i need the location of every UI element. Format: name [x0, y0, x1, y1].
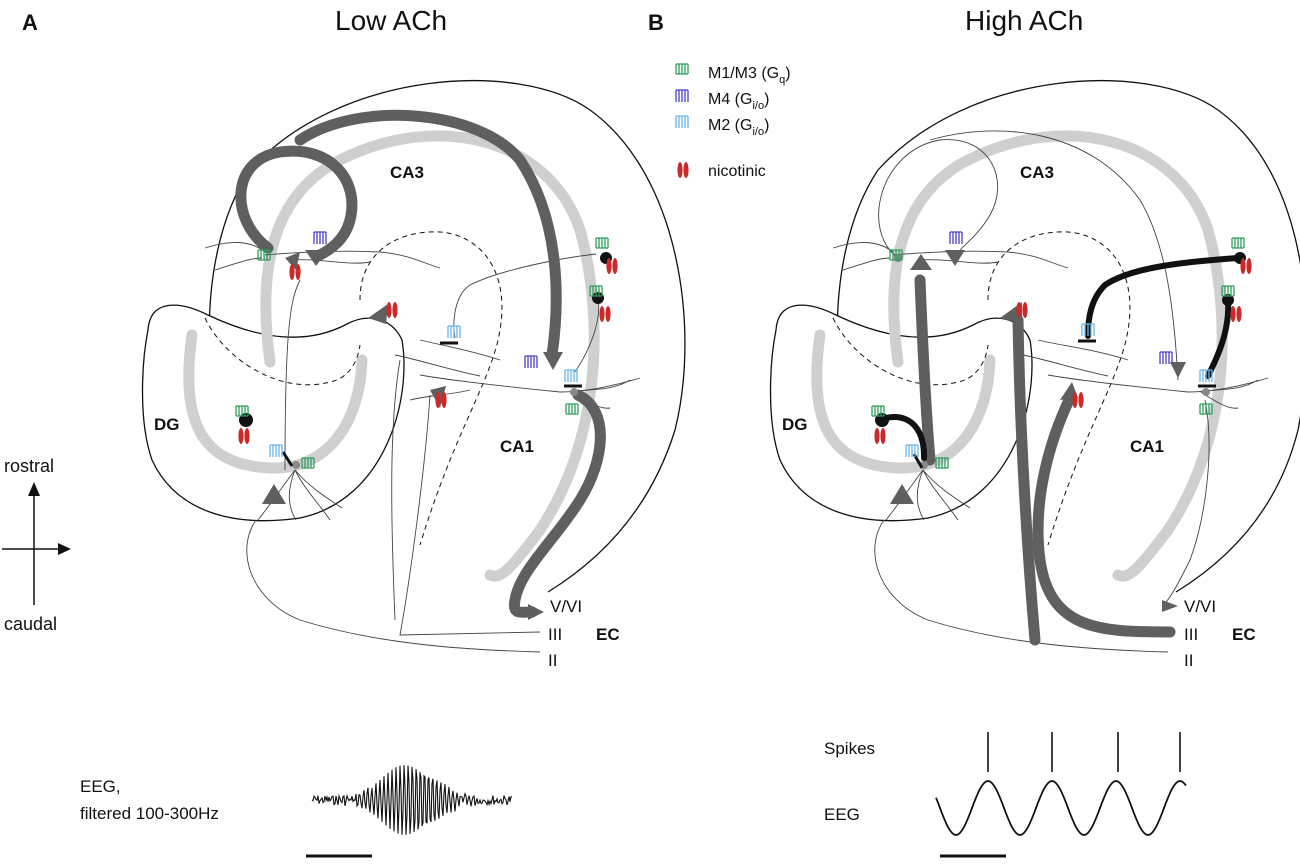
ca3-mid-cell-b: [1000, 302, 1022, 324]
spike-marks-b: [987, 732, 1181, 772]
region-dg-b: DG: [782, 415, 808, 434]
panel-title-b: High ACh: [965, 5, 1083, 36]
legend-item-nicotinic: nicotinic: [677, 162, 766, 180]
dg-to-ca3-pathway-b: [914, 274, 936, 466]
ca1-to-ec-pathway-a: [508, 389, 606, 618]
orientation-rostral: rostral: [4, 456, 54, 476]
panel-b-high-ach: B High ACh: [648, 5, 1300, 858]
legend-tail-m2: ): [764, 117, 769, 134]
dg-outline-a: [141, 304, 405, 522]
dendrites-b: [832, 130, 1269, 653]
ec-to-ca1-pathway-b: [1032, 392, 1176, 638]
region-ca3-b: CA3: [1020, 163, 1054, 182]
ca-dashed-boundary-b: [987, 231, 1131, 546]
ca3-arrowhead-b: [945, 250, 965, 266]
legend-item-m4: M4 (Gi/o): [675, 89, 769, 112]
ca1-arrowhead-b: [1170, 362, 1186, 378]
synapse-bars-a: [281, 341, 582, 467]
dg-dashed-boundary-a: [204, 317, 361, 386]
svg-text:M2 (Gi/o): M2 (Gi/o): [708, 117, 769, 138]
ca-pyramidal-layer-b: [888, 130, 1228, 582]
recurrent-arrowhead-a: [305, 250, 328, 266]
eeg-theta-trace-b: [935, 780, 1187, 836]
eeg-label-b: EEG: [824, 805, 860, 824]
ec-arrowhead-a: [528, 604, 544, 620]
receptor-legend: M1/M3 (Gq) M4 (Gi/o) M2 (Gi/o) nicotinic: [675, 63, 791, 180]
ca3-mid-cell-a: [368, 304, 388, 324]
spikes-label-b: Spikes: [824, 739, 875, 758]
ca-dashed-boundary-a: [359, 231, 503, 546]
region-ca1-b: CA1: [1130, 437, 1164, 456]
region-ca1-a: CA1: [500, 437, 534, 456]
region-ec-b: EC: [1232, 625, 1256, 644]
ec-to-ca3-pathway-b: [1012, 314, 1041, 646]
ca3-cell-body-a: [285, 252, 300, 270]
legend-item-m2: M2 (Gi/o): [675, 115, 769, 138]
panel-title-a: Low ACh: [335, 5, 447, 36]
region-ec-a: EC: [596, 625, 620, 644]
panel-a-low-ach: A Low ACh: [22, 5, 686, 858]
schaffer-pathway-a: [294, 109, 562, 361]
legend-tail-m4: ): [764, 91, 769, 108]
eeg-label-line2-a: filtered 100-300Hz: [80, 804, 219, 823]
ec-arrowhead-b: [1162, 600, 1178, 612]
ec-layer-iii-a: III: [548, 625, 562, 644]
legend-label-m4: M4 (G: [708, 91, 752, 108]
legend-item-m1m3: M1/M3 (Gq): [675, 63, 791, 86]
hippocampus-outline-b: [836, 79, 1300, 593]
ca3-cell-body-b: [910, 254, 932, 270]
orientation-compass: rostral caudal: [2, 456, 71, 634]
region-ca3-a: CA3: [390, 163, 424, 182]
legend-label-nicotinic: nicotinic: [708, 163, 766, 180]
ec-layer-vvi-b: V/VI: [1184, 597, 1216, 616]
eeg-label-line1-a: EEG,: [80, 777, 121, 796]
panel-letter-b: B: [648, 10, 664, 35]
svg-text:M1/M3 (Gq): M1/M3 (Gq): [708, 65, 791, 86]
ec-layer-ii-a: II: [548, 651, 557, 670]
ec-layer-ii-b: II: [1184, 651, 1193, 670]
dg-cell-body-b: [890, 484, 914, 504]
ca-pyramidal-layer-a: [260, 130, 600, 582]
panel-letter-a: A: [22, 10, 38, 35]
ec-layer-iii-b: III: [1184, 625, 1198, 644]
interneuron-axon-ca3-b: [1085, 255, 1241, 339]
dg-granule-layer-a: [183, 329, 368, 474]
legend-label-m2: M2 (G: [708, 117, 752, 134]
dg-outline-b: [769, 304, 1033, 522]
legend-sub-m4: i/o: [752, 100, 764, 112]
pathway-arrowhead-ca1-a: [543, 352, 563, 370]
dg-granule-layer-b: [811, 329, 996, 474]
region-dg-a: DG: [154, 415, 180, 434]
ec-layer-vvi-a: V/VI: [550, 597, 582, 616]
ca3-recurrent-loop-a: [235, 145, 358, 262]
eeg-ripple-trace-a: [311, 765, 513, 835]
legend-label-m1m3: M1/M3 (G: [708, 65, 779, 82]
dg-dashed-boundary-b: [832, 317, 989, 386]
dg-cell-body-a: [262, 484, 286, 504]
legend-tail-m1m3: ): [785, 65, 790, 82]
legend-sub-m1m3: q: [779, 74, 785, 86]
orientation-caudal: caudal: [4, 614, 57, 634]
hippocampus-outline-a: [208, 79, 686, 593]
legend-sub-m2: i/o: [752, 126, 764, 138]
svg-text:M4 (Gi/o): M4 (Gi/o): [708, 91, 769, 112]
